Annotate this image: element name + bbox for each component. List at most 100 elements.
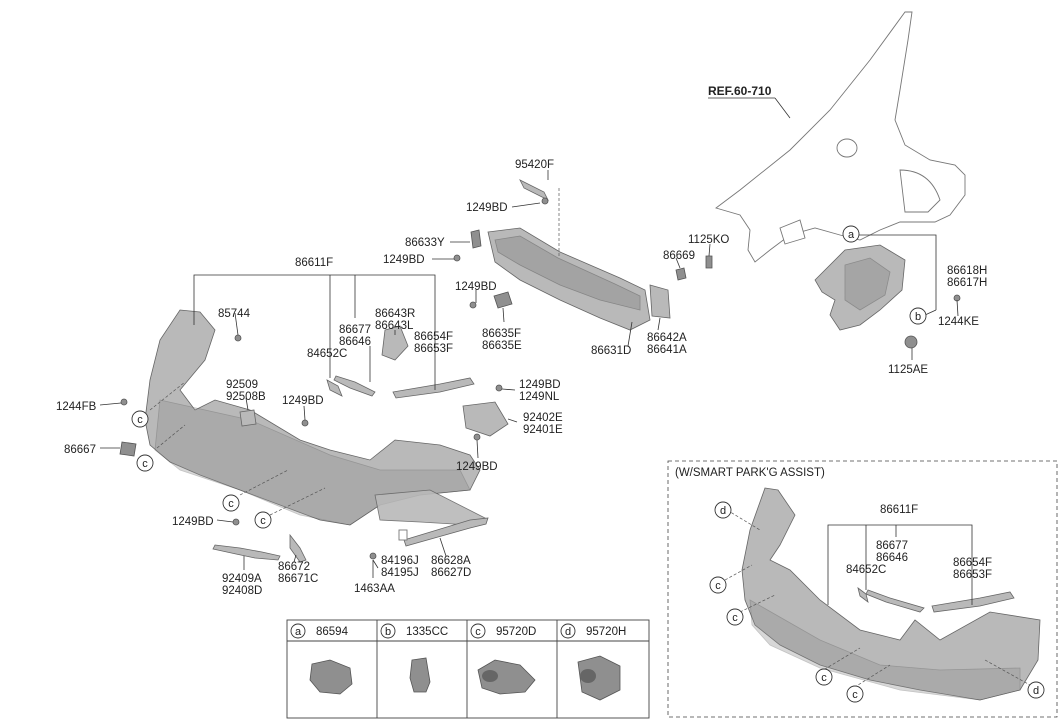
- label-84196J: 84196J: [381, 555, 419, 567]
- label-1249BD-beam: 1249BD: [383, 254, 425, 266]
- svg-text:c: c: [715, 580, 721, 592]
- label-1125KO: 1125KO: [688, 234, 729, 246]
- plug-84196J: [398, 529, 408, 541]
- svg-text:c: c: [852, 689, 858, 701]
- svg-text:c: c: [260, 515, 266, 527]
- clip-1463AA: [369, 552, 377, 560]
- reflector-86672: [289, 533, 307, 563]
- label-86653F: 86653F: [414, 343, 453, 355]
- label-86643R: 86643R: [375, 308, 415, 320]
- inset-marker-d-2: d: [1027, 681, 1045, 699]
- inset-marker-c-1: c: [709, 576, 727, 594]
- label-86635F: 86635F: [482, 328, 521, 340]
- label-86617H: 86617H: [947, 277, 987, 289]
- inset-label-86653F: 86653F: [953, 569, 992, 581]
- bolt-1125KO: [705, 255, 713, 269]
- label-86631D: 86631D: [591, 345, 631, 357]
- svg-text:c: c: [137, 414, 143, 426]
- svg-text:c: c: [228, 498, 234, 510]
- lamp-92402E: [462, 401, 509, 437]
- inset-title: (W/SMART PARK'G ASSIST): [675, 467, 825, 479]
- inset-marker-d-1: d: [714, 501, 732, 519]
- bolt-1249NL: [495, 384, 503, 392]
- bolt-1249BD-mid: [469, 301, 477, 309]
- svg-text:d: d: [720, 505, 726, 517]
- label-85744: 85744: [218, 308, 251, 320]
- svg-text:b: b: [915, 311, 921, 323]
- legend-part-95720H: 95720H: [586, 626, 626, 638]
- marker-c-4: c: [254, 511, 272, 529]
- side-bracket: [814, 244, 906, 331]
- cap-86667: [119, 441, 137, 457]
- inset-box: [667, 460, 1058, 718]
- inset-label-86611F: 86611F: [880, 504, 918, 516]
- bumper-beam: [487, 227, 671, 331]
- legend-part-86594: 86594: [316, 626, 349, 638]
- sensor-icon: [477, 659, 536, 695]
- inset-bumper-cover: [741, 487, 1041, 701]
- svg-text:b: b: [385, 626, 391, 638]
- clip-icon: [309, 659, 353, 695]
- svg-text:c: c: [732, 612, 738, 624]
- svg-text:c: c: [821, 672, 827, 684]
- label-95420F: 95420F: [515, 159, 554, 171]
- bracket-92509: [239, 409, 257, 427]
- label-1249BD-low: 1249BD: [456, 461, 498, 473]
- label-1249BD-mid: 1249BD: [455, 281, 497, 293]
- label-86627D: 86627D: [431, 567, 471, 579]
- inset-marker-c-4: c: [846, 685, 864, 703]
- label-86611F: 86611F: [295, 257, 333, 269]
- marker-b-main: b: [909, 307, 927, 325]
- molding-92409A: [212, 544, 281, 561]
- label-1463AA: 1463AA: [354, 583, 395, 595]
- label-1249BD-bottom: 1249BD: [172, 516, 214, 528]
- svg-text:d: d: [1033, 685, 1039, 697]
- inset-molding-84652C: [857, 587, 869, 603]
- svg-text:c: c: [142, 458, 148, 470]
- label-92509: 92509: [226, 379, 258, 391]
- molding-84652C: [326, 379, 343, 397]
- clip-85744: [234, 334, 242, 342]
- skirt-86628A: [403, 517, 489, 547]
- bumper-cover: [144, 309, 486, 526]
- label-1249BD-top: 1249BD: [466, 202, 508, 214]
- label-1244FB: 1244FB: [56, 401, 97, 413]
- label-1125AE: 1125AE: [888, 364, 928, 376]
- legend-cell-a: a 86594: [290, 623, 353, 695]
- inset-marker-c-2: c: [726, 608, 744, 626]
- svg-text:d: d: [565, 626, 571, 638]
- label-92401E: 92401E: [523, 424, 563, 436]
- label-86671C: 86671C: [278, 573, 318, 585]
- label-86635E: 86635E: [482, 340, 522, 352]
- inset-label-84652C: 84652C: [846, 564, 886, 576]
- label-1249NL: 1249NL: [519, 391, 560, 403]
- label-86643L: 86643L: [375, 320, 414, 332]
- label-86654F: 86654F: [414, 331, 453, 343]
- sensor-holder-icon: [577, 655, 621, 701]
- bolt-1249BD: [301, 419, 309, 427]
- label-86669: 86669: [663, 250, 695, 262]
- label-1249BD-right: 1249BD: [519, 379, 561, 391]
- inset-label-86654F: 86654F: [953, 557, 992, 569]
- bracket-86633Y: [470, 229, 482, 249]
- inset-label-86646: 86646: [876, 552, 908, 564]
- clip-86669: [675, 267, 687, 281]
- inset-marker-c-3: c: [815, 668, 833, 686]
- fastener-1125AE: [904, 335, 918, 349]
- retainer-icon: [409, 657, 431, 693]
- legend-cell-d: d 95720H: [560, 623, 626, 701]
- screw-1244FB: [120, 398, 128, 406]
- marker-a-main: a: [842, 225, 860, 243]
- label-86672: 86672: [278, 561, 310, 573]
- marker-c-3: c: [222, 494, 240, 512]
- label-86633Y: 86633Y: [405, 237, 445, 249]
- label-86667: 86667: [64, 444, 96, 456]
- label-86628A: 86628A: [431, 555, 471, 567]
- legend-part-95720D: 95720D: [496, 626, 536, 638]
- marker-c-1: c: [131, 410, 149, 428]
- inset-molding-86677: [865, 589, 925, 613]
- bolt-1249BD-beam: [453, 254, 461, 262]
- bolt-1249BD-low: [473, 433, 481, 441]
- inset-molding-86654F: [931, 591, 1015, 613]
- inset-label-86677: 86677: [876, 540, 908, 552]
